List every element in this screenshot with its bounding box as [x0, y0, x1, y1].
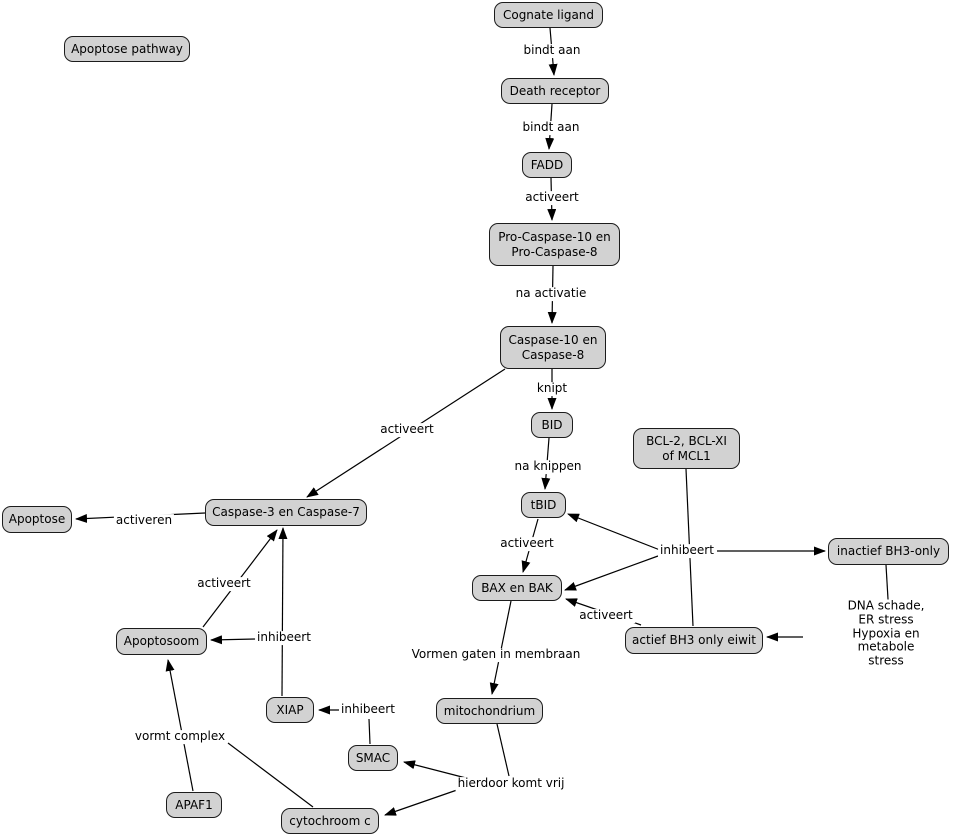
- node-pro-caspase[interactable]: Pro-Caspase-10 en Pro-Caspase-8: [489, 223, 620, 266]
- edge-label-hierdoor-komt-vrij[interactable]: hierdoor komt vrij: [455, 776, 567, 791]
- edge-label-activeert-fadd[interactable]: activeert: [523, 190, 581, 205]
- edge-label-vormen-gaten[interactable]: Vormen gaten in membraan: [409, 647, 583, 662]
- node-inactief-bh3-only[interactable]: inactief BH3-only: [828, 538, 949, 565]
- edge-label-activeert-apoptosoom[interactable]: activeert: [195, 576, 253, 591]
- node-tbid[interactable]: tBID: [521, 492, 566, 518]
- node-bax-en-bak[interactable]: BAX en BAK: [472, 575, 562, 601]
- node-caspase-3-7[interactable]: Caspase-3 en Caspase-7: [205, 499, 367, 526]
- edge-label-activeert-bax[interactable]: activeert: [498, 536, 556, 551]
- edge-label-bindt-aan-1[interactable]: bindt aan: [521, 43, 583, 58]
- node-apoptosoom[interactable]: Apoptosoom: [116, 628, 207, 655]
- node-actief-bh3-only-eiwit[interactable]: actief BH3 only eiwit: [625, 627, 763, 654]
- node-caspase-10-8[interactable]: Caspase-10 en Caspase-8: [500, 326, 606, 369]
- edge-label-vormt-complex[interactable]: vormt complex: [132, 729, 228, 744]
- edge-label-stress[interactable]: DNA schade, ER stress Hypoxia en metabol…: [841, 599, 931, 669]
- edge-hierdoor-to-smac: [403, 760, 467, 779]
- edge-label-inhibeert-smac[interactable]: inhibeert: [339, 702, 397, 717]
- edge-label-activeert-bh3[interactable]: activeert: [577, 608, 635, 623]
- edge-inhibeert-to-apoptosoom: [210, 635, 257, 645]
- node-fadd[interactable]: FADD: [522, 152, 572, 178]
- edge-label-inhibeert-xiap[interactable]: inhibeert: [255, 630, 313, 645]
- node-xiap[interactable]: XIAP: [266, 697, 314, 723]
- node-apaf1[interactable]: APAF1: [166, 792, 222, 818]
- edge-inhibeert-to-baxbak: [564, 555, 659, 591]
- node-apoptose[interactable]: Apoptose: [2, 506, 72, 533]
- edge-label-knipt[interactable]: knipt: [534, 381, 570, 396]
- edge-baxbak-to-mitochondrium: [489, 600, 512, 695]
- node-bid[interactable]: BID: [531, 412, 573, 438]
- node-death-receptor[interactable]: Death receptor: [501, 78, 609, 104]
- edge-label-inhibeert-bcl2[interactable]: inhibeert: [658, 543, 716, 558]
- edge-smac-to-inhibeert-line: [368, 718, 371, 745]
- edge-cytochroom-to-vormt-complex-line: [227, 742, 314, 808]
- edge-inhibeert-to-tbid: [567, 513, 661, 551]
- edge-label-na-activatie[interactable]: na activatie: [513, 286, 589, 301]
- edge-apaf1-to-apoptosoom: [165, 659, 194, 792]
- node-smac[interactable]: SMAC: [348, 745, 398, 771]
- node-bcl2[interactable]: BCL-2, BCL-XI of MCL1: [633, 428, 740, 469]
- edge-label-na-knippen[interactable]: na knippen: [512, 459, 584, 474]
- node-cytochroom-c[interactable]: cytochroom c: [281, 808, 379, 834]
- node-cognate-ligand[interactable]: Cognate ligand: [494, 2, 603, 28]
- node-mitochondrium[interactable]: mitochondrium: [436, 698, 543, 724]
- edge-hierdoor-to-cytochroom: [384, 789, 458, 816]
- edge-mitochondrium-to-hierdoor-line: [496, 723, 510, 777]
- edge-label-activeert-caspase3[interactable]: activeert: [378, 422, 436, 437]
- edge-label-bindt-aan-2[interactable]: bindt aan: [520, 120, 582, 135]
- node-apoptose-pathway[interactable]: Apoptose pathway: [64, 36, 190, 62]
- edge-xiap-to-caspase3: [278, 527, 288, 697]
- edge-label-activeren[interactable]: activeren: [113, 513, 175, 528]
